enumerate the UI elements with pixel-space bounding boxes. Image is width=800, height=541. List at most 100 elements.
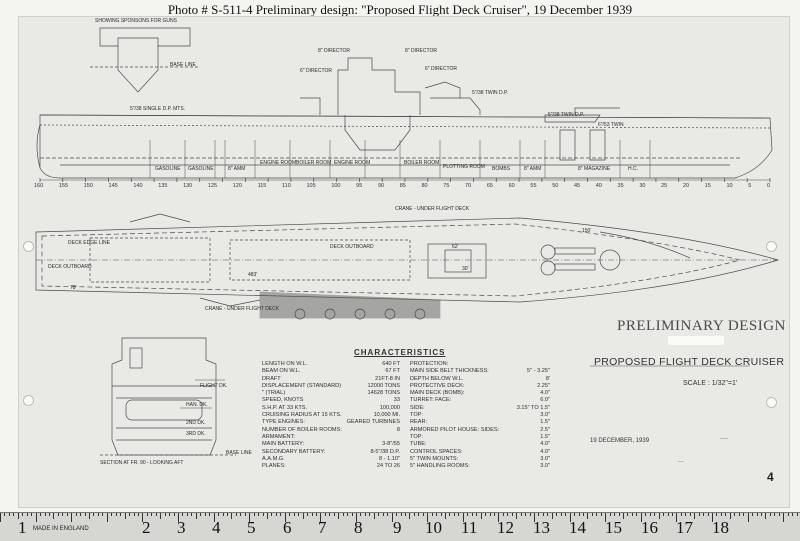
char-key: DISPLACEMENT (STANDARD) (262, 382, 342, 389)
sponson-label: SHOWING SPONSONS FOR GUNS (95, 18, 177, 24)
frame-number: 140 (133, 183, 143, 189)
char-key: LENGTH ON W.L. (262, 361, 308, 367)
ruler-tick (360, 513, 362, 516)
char-value: 1.5" (540, 433, 550, 440)
ruler-tick (271, 513, 273, 516)
ruler-tick (596, 513, 598, 516)
base-line-label: BASE LINE (170, 62, 196, 68)
ruler-tick (213, 513, 215, 522)
char-value: 3.0" (540, 455, 550, 462)
ruler-tick (658, 513, 660, 519)
ruler-tick (418, 513, 420, 516)
binder-hole (23, 241, 34, 252)
ruler-tick (480, 513, 482, 519)
director-label: 8" DIRECTOR (405, 48, 437, 54)
ruler-tick (400, 513, 402, 516)
ruler-tick (453, 513, 455, 516)
ruler-tick (436, 513, 438, 516)
director-label: 6" DIRECTOR (300, 68, 332, 74)
ruler-tick (160, 513, 162, 519)
ruler-tick (760, 513, 762, 516)
frame-number: 45 (573, 183, 581, 189)
ruler-number: 9 (393, 518, 402, 537)
ruler-tick (124, 513, 126, 519)
ruler-tick (369, 513, 371, 516)
gun-label: 5"/38 SINGLE D.P. MTS. (130, 106, 186, 112)
ruler-tick (249, 513, 251, 522)
char-value: 21FT-8 IN (375, 375, 400, 382)
deck-edge-label: DECK EDGE LINE (68, 240, 110, 246)
deck-outboard-label: DECK OUTBOARD (330, 244, 374, 250)
frame-number: 145 (108, 183, 118, 189)
characteristics-right: PROTECTION: MAIN SIDE BELT THICKNESS:5" … (410, 361, 550, 470)
ruler-tick (716, 513, 718, 516)
ruler-tick (89, 513, 90, 519)
ruler-number: 1 (18, 518, 27, 537)
ruler-tick (574, 513, 576, 516)
flight-deck-plan (35, 213, 780, 320)
char-value: 67 FT (385, 368, 400, 375)
char-value: 8 (396, 426, 400, 433)
ruler-tick (738, 513, 740, 516)
ruler-tick (689, 513, 691, 516)
ruler-tick (258, 513, 260, 516)
ruler-tick (565, 513, 567, 516)
ruler-tick (315, 513, 317, 516)
dimension-label: 62' (452, 244, 459, 250)
frame-number: 75 (443, 183, 450, 189)
char-key: TOP: (410, 412, 423, 419)
ruler-number: 17 (676, 518, 693, 537)
ruler-tick (498, 513, 500, 522)
ruler-number: 10 (425, 518, 442, 537)
frame-number: 40 (595, 183, 602, 189)
ruler-tick (106, 513, 108, 522)
director-label: 8" DIRECTOR (318, 48, 350, 54)
frame-number: 70 (465, 183, 472, 189)
photo-caption: Photo # S-511-4 Preliminary design: "Pro… (167, 2, 633, 17)
ruler-tick (556, 513, 558, 516)
char-key: ARMAMENT: (262, 433, 295, 440)
ruler-tick (485, 513, 487, 516)
ruler-tick (84, 513, 86, 516)
ruler-tick (262, 513, 264, 516)
ruler-tick (520, 513, 522, 516)
ruler-tick (774, 513, 776, 516)
ruler-tick (71, 513, 73, 522)
room-label: ENGINE ROOM (334, 160, 371, 166)
ruler-tick (26, 513, 28, 516)
frame-number: 0 (766, 183, 770, 189)
ruler-tick (636, 513, 638, 516)
ruler-tick (538, 513, 540, 516)
ruler-number: 5 (247, 518, 256, 537)
ruler-tick (178, 513, 179, 522)
ruler-tick (440, 513, 442, 516)
ruler-tick (671, 513, 673, 516)
ruler-tick (364, 513, 366, 516)
char-key: TURRET: FACE: (410, 397, 452, 404)
room-label: BOILER ROOM (296, 160, 332, 166)
ruler-tick (80, 513, 82, 516)
char-value (344, 434, 400, 441)
ruler-number: 4 (212, 518, 221, 537)
ruler-tick (712, 513, 713, 522)
char-key: ARMORED PILOT HOUSE: SIDES: (410, 426, 500, 433)
ruler-tick (284, 513, 286, 522)
ruler-tick (13, 513, 15, 516)
ruler-tick (347, 513, 349, 516)
ruler-tick (551, 513, 553, 519)
ruler-tick (511, 513, 513, 516)
ruler-tick (62, 513, 64, 516)
char-value: 24 TO 26 (376, 463, 400, 470)
drawing-title: PROPOSED FLIGHT DECK CRUISER (594, 356, 785, 368)
ruler-tick (502, 513, 504, 516)
ruler-tick (351, 513, 353, 516)
ruler-tick (769, 513, 771, 516)
section-label: 3RD DK. (186, 431, 206, 437)
section-label: BASE LINE (226, 450, 252, 456)
ruler-tick (431, 513, 433, 516)
char-key: CONTROL SPACES: (410, 448, 463, 455)
ruler-tick (209, 513, 211, 516)
frame-number: 25 (661, 183, 668, 189)
ruler-tick (204, 513, 206, 516)
